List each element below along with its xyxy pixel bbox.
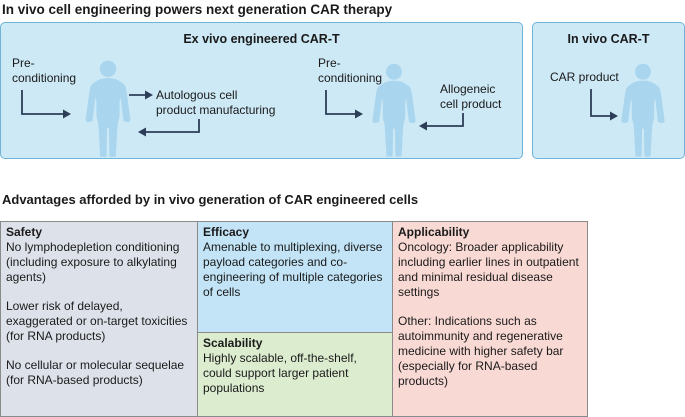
safety-item: Lower risk of delayed, exaggerated or on…	[6, 299, 188, 343]
applicability-cell: Applicability Oncology: Broader applicab…	[392, 221, 588, 417]
safety-item: No cellular or molecular sequelae (for R…	[6, 358, 185, 387]
safety-item: No lymphodepletion conditioning (includi…	[6, 240, 180, 284]
autologous-arrows	[21, 90, 200, 137]
scalability-title: Scalability	[203, 336, 263, 350]
in-vivo-panel: In vivo CAR-T CAR product	[532, 22, 685, 159]
applicability-item: Other: Indications such as autoimmunity …	[398, 314, 564, 388]
efficacy-text: Amenable to multiplexing, diverse payloa…	[203, 240, 383, 299]
allogeneic-product-label: Allogeneic cell product	[440, 82, 502, 111]
autologous-precond-label: Pre- conditioning	[12, 56, 77, 85]
allogeneic-precond-label: Pre- conditioning	[318, 56, 383, 85]
safety-cell: Safety No lymphodepletion conditioning (…	[0, 221, 198, 417]
efficacy-title: Efficacy	[203, 225, 250, 239]
safety-title: Safety	[6, 225, 43, 239]
efficacy-cell: Efficacy Amenable to multiplexing, diver…	[197, 221, 393, 333]
autologous-product-label: Autologous cell product manufacturing	[156, 88, 276, 117]
figure-title: In vivo cell engineering powers next gen…	[2, 2, 393, 17]
advantages-title: Advantages afforded by in vivo generatio…	[2, 192, 419, 207]
applicability-item: Oncology: Broader applicability includin…	[398, 240, 579, 299]
ex-vivo-panel: Ex vivo engineered CAR-T Pre- conditioni…	[0, 22, 523, 159]
allogeneic-arrows	[325, 90, 464, 131]
car-product-label: CAR product	[550, 70, 619, 84]
scalability-text: Highly scalable, off-the-shelf, could su…	[203, 351, 357, 395]
applicability-title: Applicability	[398, 225, 470, 239]
ex-vivo-title: Ex vivo engineered CAR-T	[183, 32, 340, 46]
in-vivo-title: In vivo CAR-T	[567, 32, 650, 46]
in-vivo-arrow	[590, 89, 618, 121]
scalability-cell: Scalability Highly scalable, off-the-she…	[197, 332, 393, 417]
